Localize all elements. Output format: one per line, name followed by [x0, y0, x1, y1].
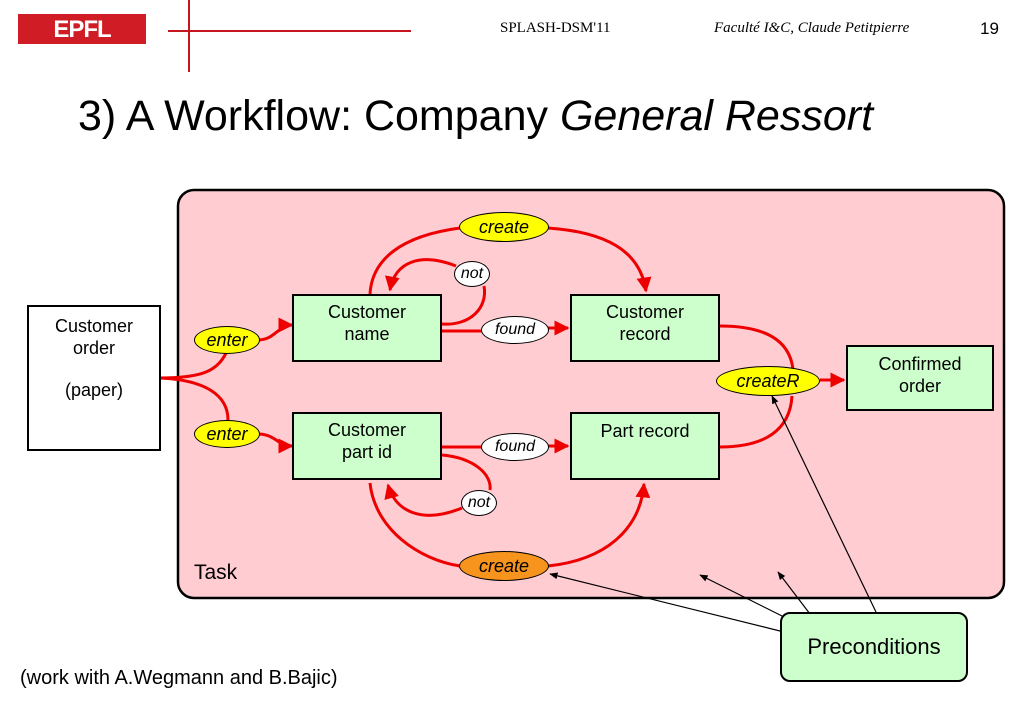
customer-order-line1: Customer: [54, 316, 134, 336]
title-prefix: 3) A Workflow: Company: [78, 92, 560, 140]
createR-transition: createR: [716, 366, 820, 396]
found-transition-bottom: found: [481, 433, 549, 461]
pointer-to-task-2: [777, 571, 811, 615]
arc-partid-to-create: [368, 482, 461, 568]
conference-name: SPLASH-DSM'11: [500, 20, 611, 36]
customer-name-line1: Customer: [327, 302, 407, 322]
header-rule: [168, 30, 411, 32]
customer-record-box: Customer record: [570, 294, 720, 362]
credit-footer: (work with A.Wegmann and B.Bajic): [20, 667, 338, 689]
not-transition-bottom: not: [461, 490, 497, 516]
arc-record-to-createR: [719, 324, 795, 371]
task-label: Task: [194, 561, 238, 584]
customer-order-box: Customer order (paper): [27, 305, 161, 451]
not-transition-top: not: [454, 261, 490, 287]
confirmed-order-line1: Confirmed: [878, 354, 962, 374]
preconditions-box: Preconditions: [780, 612, 968, 682]
arc-name-to-create: [368, 226, 461, 295]
part-record-box: Part record: [570, 412, 720, 480]
part-record-label: Part record: [600, 421, 690, 441]
create-transition-bottom: create: [459, 551, 549, 581]
svg-text:EPFL: EPFL: [53, 16, 111, 43]
customer-name-box: Customer name: [292, 294, 442, 362]
arc-create-to-partrecord: [547, 482, 651, 568]
found-transition-top: found: [481, 316, 549, 344]
epfl-logo: EPFL: [18, 14, 146, 44]
pointer-to-create-bottom: [549, 572, 785, 633]
slide-title: 3) A Workflow: Company General Ressort: [78, 92, 873, 141]
pointer-to-createR: [771, 395, 877, 613]
arc-not-to-partid: [384, 483, 463, 517]
customer-part-id-line1: Customer: [327, 420, 407, 440]
customer-record-line1: Customer: [605, 302, 685, 322]
customer-order-line3: (paper): [64, 380, 124, 400]
arc-order-to-enter-bottom: [159, 376, 230, 421]
customer-part-id-line2: part id: [341, 442, 393, 462]
enter-transition-bottom: enter: [194, 420, 260, 448]
arc-enter-to-name: [257, 317, 294, 342]
title-italic: General Ressort: [559, 92, 874, 140]
header-vertical-rule: [188, 0, 190, 72]
customer-order-line2: order: [72, 338, 116, 358]
slide-number: 19: [980, 19, 999, 38]
customer-part-id-box: Customer part id: [292, 412, 442, 480]
arc-create-to-record: [547, 226, 652, 293]
arc-name-to-not: [441, 285, 487, 326]
arc-not-to-name: [385, 258, 457, 292]
customer-record-line2: record: [619, 324, 671, 344]
create-transition-top: create: [459, 212, 549, 242]
confirmed-order-line2: order: [898, 376, 942, 396]
customer-name-line2: name: [344, 324, 390, 344]
confirmed-order-box: Confirmed order: [846, 345, 994, 411]
pointer-to-task-1: [699, 574, 795, 623]
arc-enter-to-partid: [257, 432, 294, 454]
enter-transition-top: enter: [194, 326, 260, 354]
author-credit: Faculté I&C, Claude Petitpierre: [714, 20, 910, 36]
arc-partrecord-to-createR: [719, 395, 794, 449]
arc-partid-to-not: [441, 453, 492, 491]
